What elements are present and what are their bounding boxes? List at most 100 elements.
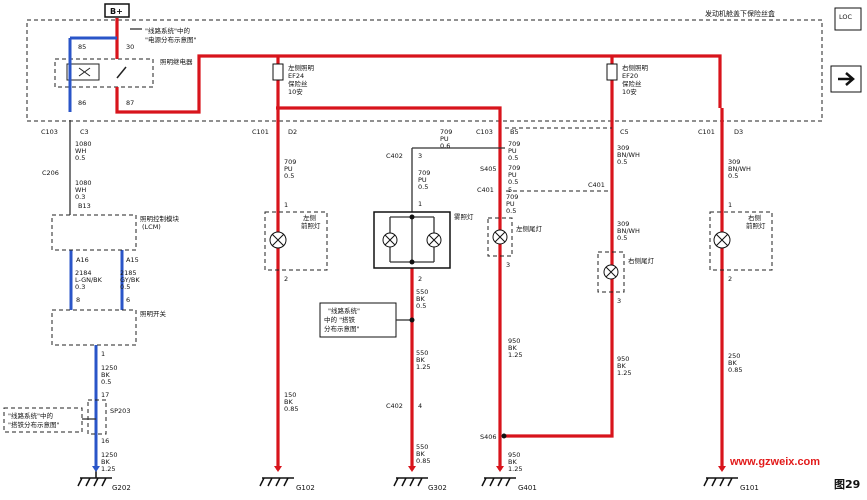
svg-text:17: 17 xyxy=(101,391,109,399)
svg-text:PU: PU xyxy=(418,176,427,184)
svg-text:0.5: 0.5 xyxy=(506,207,516,215)
svg-text:0.85: 0.85 xyxy=(728,366,742,374)
svg-text:C401: C401 xyxy=(477,186,494,194)
svg-text:0.5: 0.5 xyxy=(120,283,130,291)
svg-text:C3: C3 xyxy=(80,128,89,136)
next-page-button[interactable] xyxy=(830,65,862,93)
svg-text:0.5: 0.5 xyxy=(75,154,85,162)
splice-sp203 xyxy=(87,399,107,435)
lighting-control-module xyxy=(51,214,137,251)
svg-text:BN/WH: BN/WH xyxy=(728,165,751,173)
svg-text:0.5: 0.5 xyxy=(617,158,627,166)
svg-text:G101: G101 xyxy=(740,484,759,492)
svg-text:5: 5 xyxy=(508,186,512,194)
svg-text:C401: C401 xyxy=(588,181,605,189)
svg-text:1.25: 1.25 xyxy=(617,369,631,377)
watermark: www.gzweix.com xyxy=(729,456,820,468)
connector-c101-left: C101 xyxy=(252,128,269,136)
svg-text:C402: C402 xyxy=(386,402,403,410)
left-headlamp xyxy=(264,211,328,271)
svg-text:S405: S405 xyxy=(480,165,497,173)
svg-text:左侧: 左侧 xyxy=(303,213,316,222)
svg-text:D3: D3 xyxy=(734,128,743,136)
svg-text:0.3: 0.3 xyxy=(75,283,85,291)
svg-text:BK: BK xyxy=(508,344,517,352)
svg-text:BK: BK xyxy=(728,359,737,367)
svg-text:BK: BK xyxy=(101,458,110,466)
svg-text:右侧: 右侧 xyxy=(748,213,761,222)
svg-text:C402: C402 xyxy=(386,152,403,160)
svg-text:0.5: 0.5 xyxy=(101,378,111,386)
power-wire-right-tail xyxy=(506,56,614,438)
svg-text:BK: BK xyxy=(508,458,517,466)
power-wire-left-fog-tail xyxy=(276,106,502,470)
svg-text:PU: PU xyxy=(440,135,449,143)
svg-text:6: 6 xyxy=(126,296,130,304)
svg-text:709: 709 xyxy=(508,164,520,172)
svg-text:C5: C5 xyxy=(620,128,629,136)
svg-text:10安: 10安 xyxy=(622,87,637,96)
wire-709-fog xyxy=(411,147,505,212)
svg-text:BK: BK xyxy=(416,450,425,458)
svg-text:0.5: 0.5 xyxy=(508,178,518,186)
svg-text:WH: WH xyxy=(75,186,86,194)
svg-text:550: 550 xyxy=(416,443,428,451)
svg-text:16: 16 xyxy=(101,437,109,445)
ground-g302: G302 xyxy=(393,477,447,492)
svg-text:0.85: 0.85 xyxy=(416,457,430,465)
left-tail-lamp xyxy=(487,217,513,257)
connector-c206: C206 xyxy=(42,169,59,177)
connector-c101-right: C101 xyxy=(698,128,715,136)
svg-text:1.25: 1.25 xyxy=(101,465,115,473)
svg-text:0.6: 0.6 xyxy=(440,142,450,150)
svg-text:2185: 2185 xyxy=(120,269,137,277)
svg-text:G102: G102 xyxy=(296,484,315,492)
light-switch xyxy=(51,309,137,346)
svg-text:1: 1 xyxy=(418,200,422,208)
svg-text:G302: G302 xyxy=(428,484,447,492)
svg-text:2: 2 xyxy=(418,275,422,283)
power-terminal xyxy=(104,3,130,18)
svg-text:保险丝: 保险丝 xyxy=(622,79,642,88)
svg-text:0.5: 0.5 xyxy=(728,172,738,180)
svg-text:309: 309 xyxy=(617,144,629,152)
power-ref-line2: "电源分布示意图" xyxy=(145,35,196,44)
svg-text:250: 250 xyxy=(728,352,740,360)
svg-text:L-GN/BK: L-GN/BK xyxy=(75,276,103,284)
svg-text:1: 1 xyxy=(101,350,105,358)
ground-g202: G202 xyxy=(77,470,131,492)
ground-g102: G102 xyxy=(259,477,315,492)
svg-text:"线路系统"中的: "线路系统"中的 xyxy=(8,411,53,420)
svg-text:2184: 2184 xyxy=(75,269,92,277)
svg-text:BN/WH: BN/WH xyxy=(617,227,640,235)
svg-text:WH: WH xyxy=(75,147,86,155)
relay-name: 照明继电器 xyxy=(160,57,193,66)
svg-text:BK: BK xyxy=(416,295,425,303)
svg-text:PU: PU xyxy=(508,171,517,179)
fuse-ef20: 右侧照明 EF20 保险丝 10安 xyxy=(606,63,649,96)
svg-text:雾照灯: 雾照灯 xyxy=(454,212,474,221)
svg-text:照明控制模块: 照明控制模块 xyxy=(140,214,180,223)
svg-text:0.5: 0.5 xyxy=(416,302,426,310)
svg-text:1: 1 xyxy=(728,201,732,209)
svg-text:D2: D2 xyxy=(288,128,297,136)
svg-text:0.5: 0.5 xyxy=(617,234,627,242)
svg-text:1080: 1080 xyxy=(75,179,92,187)
svg-text:BK: BK xyxy=(416,356,425,364)
svg-text:BK: BK xyxy=(101,371,110,379)
svg-text:BK: BK xyxy=(284,398,293,406)
svg-text:709: 709 xyxy=(508,140,520,148)
relay-pin-85: 85 xyxy=(78,43,86,51)
lighting-relay xyxy=(54,58,154,88)
ground-g101: G101 xyxy=(703,477,759,492)
fuse-box-title: 发动机舱盖下保险丝盒 xyxy=(705,9,775,18)
connector-c103-left: C103 xyxy=(41,128,58,136)
svg-text:550: 550 xyxy=(416,288,428,296)
relay-coil xyxy=(66,63,100,81)
svg-text:709: 709 xyxy=(440,128,452,136)
svg-text:保险丝: 保险丝 xyxy=(288,79,308,88)
svg-text:1.25: 1.25 xyxy=(508,351,522,359)
svg-text:3: 3 xyxy=(617,297,621,305)
svg-text:A15: A15 xyxy=(126,256,139,264)
